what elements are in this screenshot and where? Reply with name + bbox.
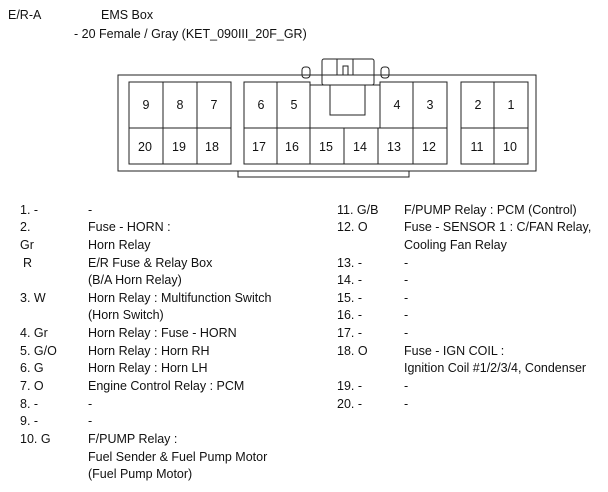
pin-number: 19. - (337, 379, 363, 393)
pin-number: 17. - (337, 326, 363, 340)
pin-label: 6 (258, 98, 265, 112)
pin-description: F/PUMP Relay : PCM (Control) (404, 203, 577, 217)
pin-number: 9. - (20, 414, 39, 428)
pin-label: 5 (291, 98, 298, 112)
pin-label: 19 (172, 140, 186, 154)
pin-label: 17 (252, 140, 266, 154)
pin-number: 5. G/O (20, 344, 57, 358)
pin-description: - (404, 291, 409, 305)
pin-number: 16. - (337, 308, 363, 322)
pin-label: 18 (205, 140, 219, 154)
connector-bottom-tab (237, 171, 410, 178)
pin-label: 14 (353, 140, 367, 154)
pin-description: Fuse - IGN COIL : (404, 344, 505, 358)
connector-lock-right (380, 66, 390, 79)
connector-spec: - 20 Female / Gray (KET_090III_20F_GR) (74, 27, 307, 41)
pin-description: Horn Relay : Fuse - HORN (88, 326, 237, 340)
pin-description: - (88, 203, 93, 217)
pin-label: 1 (508, 98, 515, 112)
pin-number: 2. (20, 220, 31, 234)
pin-number: 3. W (20, 291, 46, 305)
pin-label: 3 (427, 98, 434, 112)
pin-description: E/R Fuse & Relay Box (88, 256, 213, 270)
connector-code: E/R-A (8, 8, 42, 22)
pin-description: - (404, 326, 409, 340)
connector-diagram: 9 8 7 6 5 4 3 2 1 20 19 18 17 16 15 14 1… (117, 58, 537, 178)
pin-description: - (404, 308, 409, 322)
pin-label: 10 (503, 140, 517, 154)
pin-number: R (23, 256, 33, 270)
pin-number: 7. O (20, 379, 44, 393)
pin-number: 6. G (20, 361, 44, 375)
pin-label: 12 (422, 140, 436, 154)
pin-label: 11 (471, 140, 484, 154)
pin-label: 4 (394, 98, 401, 112)
pin-description: (Fuel Pump Motor) (88, 467, 193, 481)
pin-description: Horn Relay (88, 238, 151, 252)
connector-lock-left (301, 66, 311, 79)
pin-description: Ignition Coil #1/2/3/4, Condenser (404, 361, 587, 375)
pin-number: 11. G/B (337, 203, 379, 217)
pin-number: 1. - (20, 203, 39, 217)
pin-number: 8. - (20, 397, 39, 411)
pin-label: 20 (138, 140, 152, 154)
pin-label: 15 (319, 140, 333, 154)
pin-description: Fuel Sender & Fuel Pump Motor (88, 450, 268, 464)
pin-label: 8 (177, 98, 184, 112)
connector-latch-key-inner (342, 65, 349, 76)
pin-label: 13 (387, 140, 401, 154)
pin-description: F/PUMP Relay : (88, 432, 178, 446)
pin-description: Fuse - HORN : (88, 220, 171, 234)
pin-description: (B/A Horn Relay) (88, 273, 182, 287)
pin-description: - (88, 397, 93, 411)
pin-description: - (88, 414, 93, 428)
pin-description: - (404, 379, 409, 393)
cavity-block-bottom-mid (243, 127, 448, 165)
pin-description: - (404, 256, 409, 270)
pin-description: Horn Relay : Horn LH (88, 361, 208, 375)
pin-number: 15. - (337, 291, 363, 305)
pin-label: 16 (285, 140, 299, 154)
connector-latch-key (336, 58, 354, 76)
cavity-block-bottom-left (128, 127, 232, 165)
pin-description: Fuse - SENSOR 1 : C/FAN Relay, (404, 220, 592, 234)
connector-latch-channel (310, 84, 380, 116)
pin-number: 20. - (337, 397, 363, 411)
pin-number: Gr (20, 238, 34, 252)
pin-number: 10. G (20, 432, 51, 446)
pin-label: 2 (475, 98, 482, 112)
pin-number: 12. O (337, 220, 368, 234)
pin-description: - (404, 397, 409, 411)
pin-description: Cooling Fan Relay (404, 238, 507, 252)
pin-description: Horn Relay : Horn RH (88, 344, 210, 358)
pin-description: Horn Relay : Multifunction Switch (88, 291, 272, 305)
pin-description: (Horn Switch) (88, 308, 164, 322)
pin-description: Engine Control Relay : PCM (88, 379, 245, 393)
pin-number: 13. - (337, 256, 363, 270)
pin-number: 4. Gr (20, 326, 48, 340)
connector-name: EMS Box (101, 8, 154, 22)
pin-number: 18. O (337, 344, 368, 358)
connector-housing (117, 74, 537, 172)
pin-label: 9 (143, 98, 150, 112)
pin-number: 14. - (337, 273, 363, 287)
pin-description: - (404, 273, 409, 287)
pin-label: 7 (211, 98, 218, 112)
